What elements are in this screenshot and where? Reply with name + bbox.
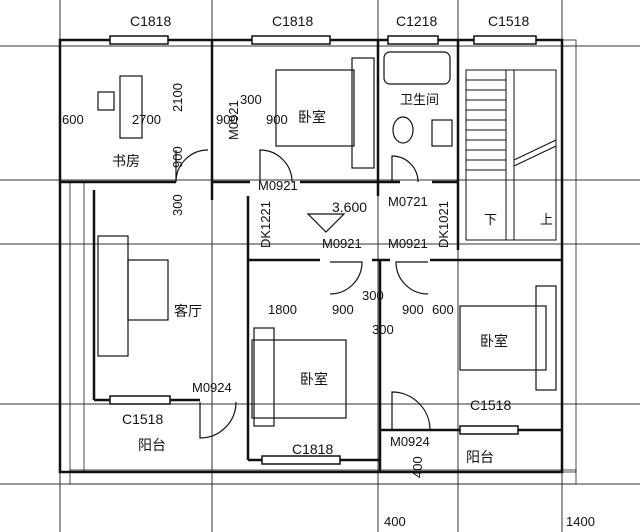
door-label-m0921-vertical: M0921 bbox=[226, 100, 241, 140]
door-label-dk1021: DK1021 bbox=[436, 201, 451, 248]
door-label-m0721: M0721 bbox=[388, 194, 428, 209]
dimension-300-top: 300 bbox=[240, 92, 262, 107]
room-label-bedroom-right: 卧室 bbox=[480, 333, 508, 349]
dimension-900-a: 900 bbox=[216, 112, 238, 127]
dimension-600-right: 600 bbox=[432, 302, 454, 317]
dimension-900-right: 900 bbox=[402, 302, 424, 317]
dimension-900-study: 900 bbox=[170, 146, 185, 168]
dimension-300-mid2: 300 bbox=[372, 322, 394, 337]
door-label-dk1221: DK1221 bbox=[258, 201, 273, 248]
dimension-300-side: 300 bbox=[170, 194, 185, 216]
dimension-1400: 1400 bbox=[566, 514, 595, 529]
dimension-400-a: 400 bbox=[384, 514, 406, 529]
room-label-living: 客厅 bbox=[174, 303, 202, 319]
window-label-c1518-left: C1518 bbox=[122, 411, 163, 427]
dimension-1800: 1800 bbox=[268, 302, 297, 317]
dimension-600: 600 bbox=[62, 112, 84, 127]
room-label-balcony-left: 阳台 bbox=[138, 437, 166, 453]
dimension-400-b: 400 bbox=[410, 456, 425, 478]
door-label-m0921-top: M0921 bbox=[258, 178, 298, 193]
window-label-c1218: C1218 bbox=[396, 13, 437, 29]
elevation-marker bbox=[306, 213, 346, 233]
windows bbox=[109, 35, 537, 465]
dimension-2700: 2700 bbox=[132, 112, 161, 127]
dimension-300-mid: 300 bbox=[362, 288, 384, 303]
dimension-900-mid: 900 bbox=[332, 302, 354, 317]
window-label-c1518-top: C1518 bbox=[488, 13, 529, 29]
doors bbox=[175, 149, 431, 439]
door-label-m0921-mid-right: M0921 bbox=[388, 236, 428, 251]
stairs bbox=[465, 69, 557, 241]
room-label-bedroom-mid: 卧室 bbox=[300, 371, 328, 387]
room-label-bathroom: 卫生间 bbox=[400, 92, 439, 107]
stair-label-up: 上 bbox=[540, 212, 553, 227]
furniture bbox=[97, 51, 557, 427]
window-label-c1818-b: C1818 bbox=[272, 13, 313, 29]
dimension-2100: 2100 bbox=[170, 83, 185, 112]
window-label-c1818-a: C1818 bbox=[130, 13, 171, 29]
door-label-m0924-right: M0924 bbox=[390, 434, 430, 449]
room-label-balcony-right: 阳台 bbox=[466, 449, 494, 465]
room-label-bedroom-top: 卧室 bbox=[298, 109, 326, 125]
window-label-c1818-bottom: C1818 bbox=[292, 441, 333, 457]
room-label-study: 书房 bbox=[112, 153, 140, 169]
stair-label-down: 下 bbox=[484, 212, 497, 227]
elevation-value: 3.600 bbox=[332, 199, 367, 215]
dimension-900-b: 900 bbox=[266, 112, 288, 127]
door-label-m0924-left: M0924 bbox=[192, 380, 232, 395]
door-label-m0921-mid-left: M0921 bbox=[322, 236, 362, 251]
window-label-c1518-right: C1518 bbox=[470, 397, 511, 413]
